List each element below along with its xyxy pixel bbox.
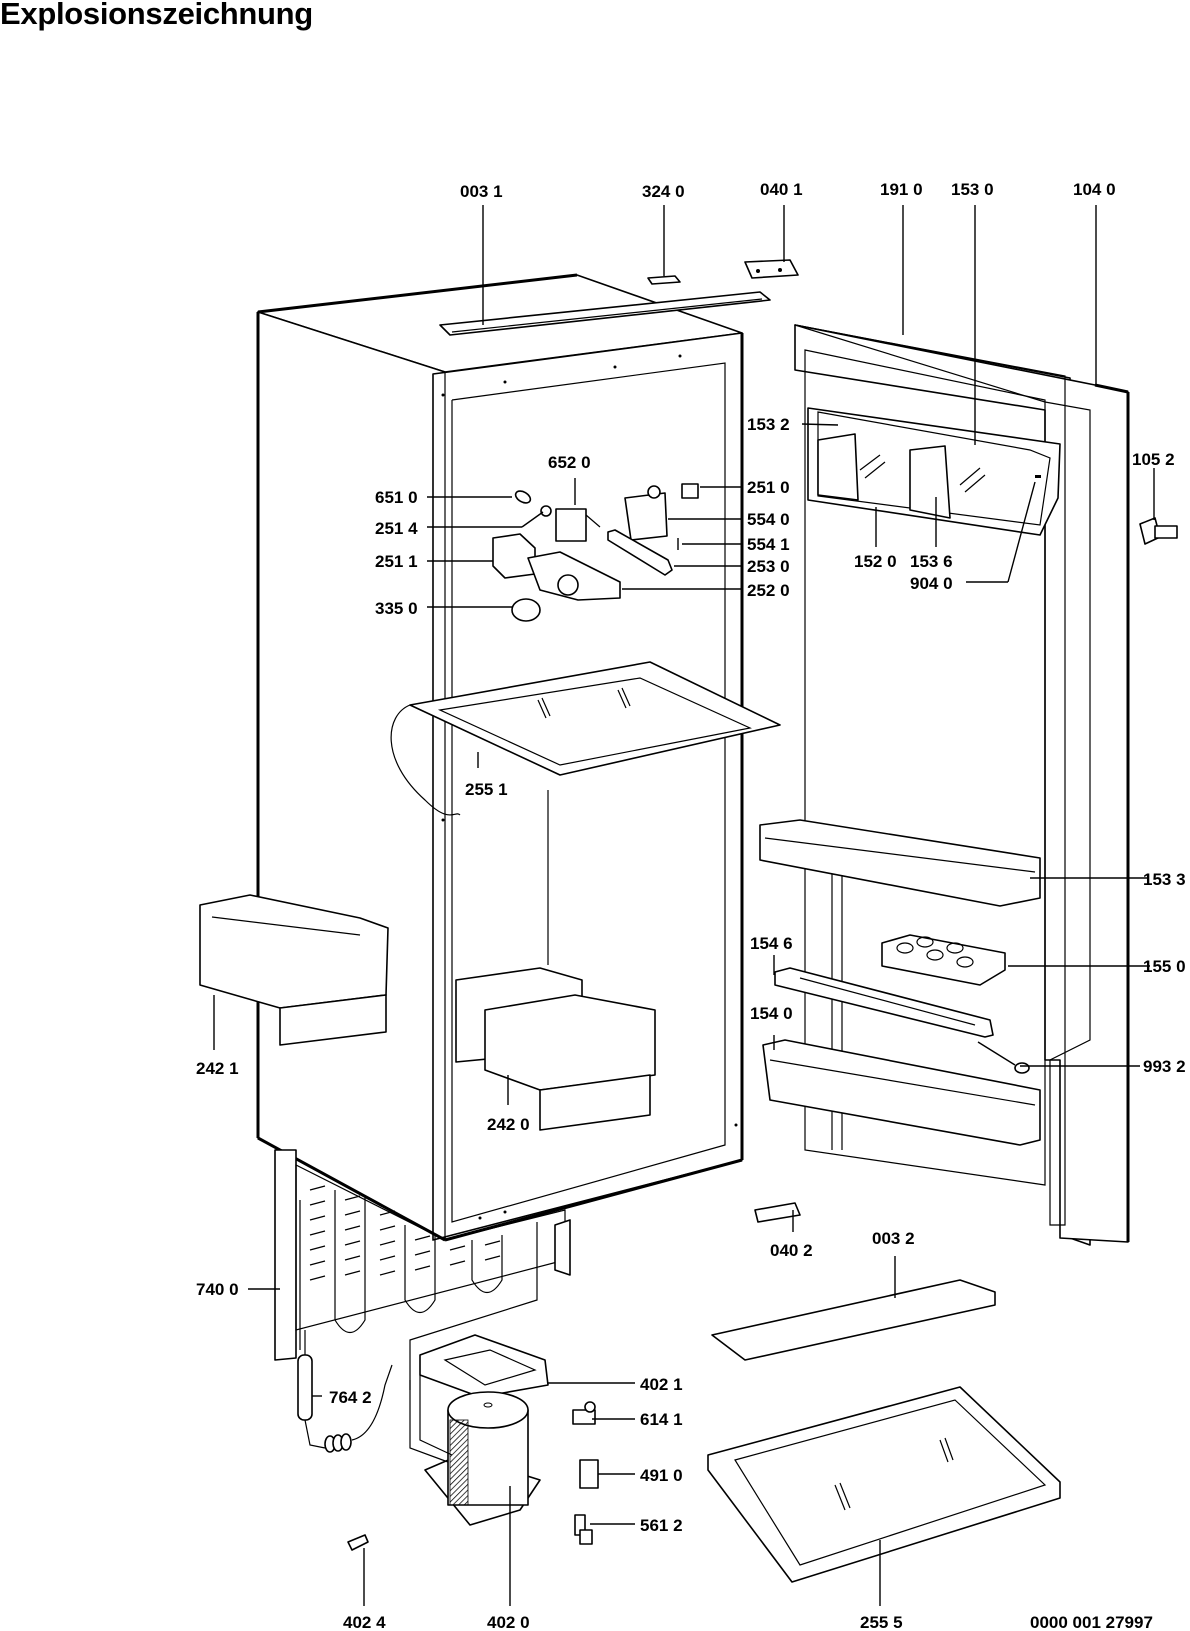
label-251-4: 251 4 [375, 519, 418, 538]
label-242-1: 242 1 [196, 1059, 239, 1078]
cabinet-body [256, 273, 744, 1242]
label-191-0: 191 0 [880, 180, 923, 199]
label-003-2: 003 2 [872, 1229, 915, 1248]
label-154-6: 154 6 [750, 934, 793, 953]
compressor [409, 1375, 541, 1526]
glass-shelf-lower [707, 1386, 1061, 1583]
egg-tray [881, 934, 1006, 986]
label-402-1: 402 1 [640, 1375, 683, 1394]
dryer-filter [297, 1330, 393, 1453]
label-652-0: 652 0 [548, 453, 591, 472]
label-242-0: 242 0 [487, 1115, 530, 1134]
page-title: Explosionszeichnung [0, 0, 313, 31]
dairy-compartment [807, 407, 1061, 536]
label-154-0: 154 0 [750, 1004, 793, 1023]
label-040-2: 040 2 [770, 1241, 813, 1260]
label-152-0: 152 0 [854, 552, 897, 571]
label-153-0: 153 0 [951, 180, 994, 199]
glass-shelf-upper [390, 661, 781, 816]
label-764-2: 764 2 [329, 1388, 372, 1407]
crisper-drawer-left [199, 894, 389, 1046]
label-324-0: 324 0 [642, 182, 685, 201]
label-554-1: 554 1 [747, 535, 790, 554]
bottle-rail [774, 967, 994, 1038]
door-assembly [794, 324, 1178, 1246]
clip-part [647, 275, 681, 285]
label-251-0: 251 0 [747, 478, 790, 497]
label-255-1: 255 1 [465, 780, 508, 799]
upper-hinge [744, 259, 799, 279]
label-003-1: 003 1 [460, 182, 503, 201]
label-651-0: 651 0 [375, 488, 418, 507]
crisper-drawer-right [484, 994, 656, 1131]
label-402-0: 402 0 [487, 1613, 530, 1631]
top-rail [439, 291, 771, 336]
document-number: 0000 001 27997 [1030, 1613, 1153, 1631]
label-104-0: 104 0 [1073, 180, 1116, 199]
label-155-0: 155 0 [1143, 957, 1186, 976]
thermostat-assembly [492, 483, 699, 622]
label-105-2: 105 2 [1132, 450, 1175, 469]
label-153-6: 153 6 [910, 552, 953, 571]
electrical-parts [347, 1401, 599, 1551]
label-561-2: 561 2 [640, 1516, 683, 1535]
label-740-0: 740 0 [196, 1280, 239, 1299]
label-153-3: 153 3 [1143, 870, 1186, 889]
door-bin-middle [759, 819, 1041, 907]
compressor-bracket [419, 1334, 549, 1398]
label-040-1: 040 1 [760, 180, 803, 199]
label-554-0: 554 0 [747, 510, 790, 529]
label-252-0: 252 0 [747, 581, 790, 600]
label-335-0: 335 0 [375, 599, 418, 618]
leader-lines [213, 205, 1155, 1606]
label-491-0: 491 0 [640, 1466, 683, 1485]
door-bin-bottom [762, 1039, 1041, 1146]
label-993-2: 993 2 [1143, 1057, 1186, 1076]
label-253-0: 253 0 [747, 557, 790, 576]
label-614-1: 614 1 [640, 1410, 683, 1429]
label-251-1: 251 1 [375, 552, 418, 571]
condenser [274, 1149, 571, 1390]
label-904-0: 904 0 [910, 574, 953, 593]
label-153-2: 153 2 [747, 415, 790, 434]
label-402-4: 402 4 [343, 1613, 386, 1631]
bottom-rail [711, 1279, 996, 1361]
lower-hinge [754, 1202, 801, 1223]
door-pin [977, 1041, 1030, 1074]
part-labels: 003 1 324 0 040 1 191 0 153 0 104 0 153 … [196, 180, 1186, 1631]
label-255-5: 255 5 [860, 1613, 903, 1631]
